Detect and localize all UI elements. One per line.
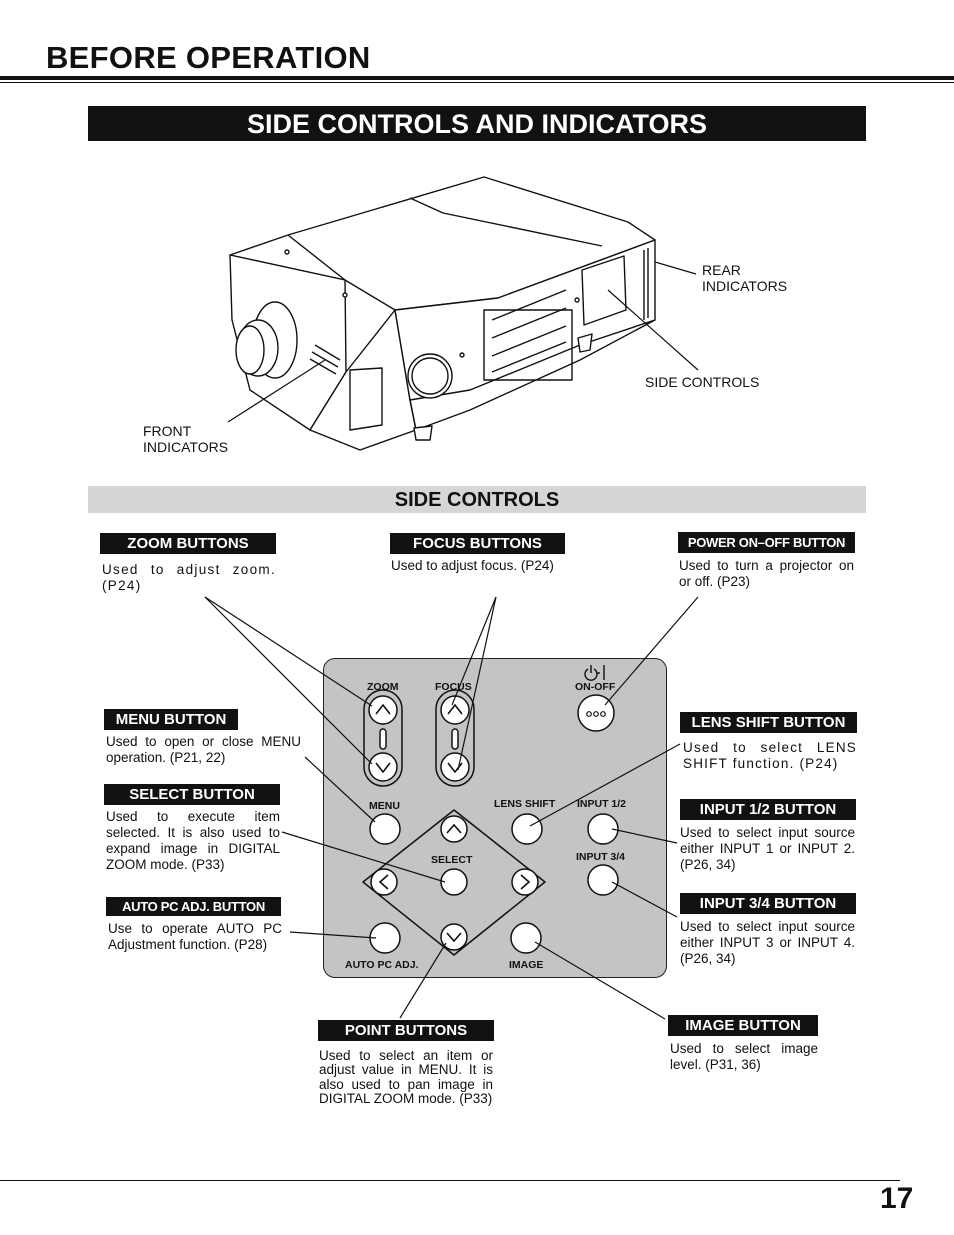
zoom-divider bbox=[379, 728, 387, 750]
focus-buttons-label: FOCUS BUTTONS bbox=[390, 533, 565, 554]
image-button-label: IMAGE BUTTON bbox=[668, 1015, 818, 1036]
input34-button-label: INPUT 3/4 BUTTON bbox=[680, 893, 856, 914]
power-button-label: POWER ON–OFF BUTTON bbox=[678, 532, 855, 553]
lens-shift-button bbox=[511, 813, 543, 845]
zoom-down-button bbox=[368, 752, 398, 782]
input34-button-desc: Used to select input source either INPUT… bbox=[680, 919, 855, 966]
power-button-desc: Used to turn a projector on or off. (P23… bbox=[679, 558, 854, 589]
panel-label-menu: MENU bbox=[369, 800, 400, 812]
point-down-button bbox=[440, 923, 468, 951]
panel-label-auto-pc: AUTO PC ADJ. bbox=[345, 959, 419, 971]
point-left-button bbox=[370, 868, 398, 896]
focus-divider bbox=[451, 728, 459, 750]
footer-rule bbox=[0, 1180, 900, 1181]
select-button-desc: Used to execute item selected. It is als… bbox=[106, 809, 280, 872]
callout-line: REAR bbox=[702, 262, 741, 278]
power-icon bbox=[584, 665, 605, 681]
menu-button-label: MENU BUTTON bbox=[104, 709, 238, 730]
page-banner: SIDE CONTROLS AND INDICATORS bbox=[88, 106, 866, 141]
point-right-button bbox=[511, 868, 539, 896]
auto-pc-button-label: AUTO PC ADJ. BUTTON bbox=[106, 897, 281, 916]
callout-line: FRONT bbox=[143, 423, 192, 439]
header-rule-thin bbox=[0, 82, 954, 83]
input12-button bbox=[587, 813, 619, 845]
panel-label-lens-shift: LENS SHIFT bbox=[494, 798, 556, 810]
menu-button-desc: Used to open or close MENU operation. (P… bbox=[106, 734, 301, 765]
auto-pc-button-desc: Use to operate AUTO PC Adjustment functi… bbox=[108, 921, 282, 952]
select-button-label: SELECT BUTTON bbox=[104, 784, 280, 805]
select-button bbox=[440, 868, 468, 896]
section-title: BEFORE OPERATION bbox=[46, 40, 371, 75]
callout-line: INDICATORS bbox=[702, 278, 788, 294]
panel-label-on-off: ON-OFF bbox=[575, 681, 616, 693]
point-up-button bbox=[440, 815, 468, 843]
rear-indicators-callout: REAR INDICATORS bbox=[702, 262, 787, 294]
point-buttons-desc: Used to select an item or adjust value i… bbox=[319, 1048, 493, 1106]
panel-label-zoom: ZOOM bbox=[367, 681, 399, 693]
callout-line: INDICATORS bbox=[143, 439, 229, 455]
panel-label-image: IMAGE bbox=[509, 959, 544, 971]
input34-button bbox=[587, 864, 619, 896]
panel-label-input34: INPUT 3/4 bbox=[576, 851, 626, 863]
zoom-buttons-desc: Used to adjust zoom. (P24) bbox=[102, 562, 276, 593]
input12-button-desc: Used to select input source either INPUT… bbox=[680, 825, 855, 872]
focus-buttons-desc: Used to adjust focus. (P24) bbox=[391, 558, 554, 573]
panel-label-input12: INPUT 1/2 bbox=[577, 798, 627, 810]
lens-shift-button-label: LENS SHIFT BUTTON bbox=[680, 712, 857, 733]
point-buttons-label: POINT BUTTONS bbox=[318, 1020, 494, 1041]
input12-button-label: INPUT 1/2 BUTTON bbox=[680, 799, 856, 820]
zoom-buttons-label: ZOOM BUTTONS bbox=[100, 533, 276, 554]
panel-label-select: SELECT bbox=[431, 854, 473, 866]
side-controls-callout: SIDE CONTROLS bbox=[645, 374, 760, 390]
lens-shift-button-desc: Used to select LENS SHIFT function. (P24… bbox=[683, 740, 857, 771]
focus-down-button bbox=[440, 752, 470, 782]
header-rule bbox=[0, 76, 954, 80]
menu-button bbox=[369, 813, 401, 845]
page-number: 17 bbox=[880, 1182, 914, 1215]
image-button-desc: Used to select image level. (P31, 36) bbox=[670, 1041, 818, 1072]
image-button bbox=[510, 922, 542, 954]
side-controls-heading: SIDE CONTROLS bbox=[88, 486, 866, 513]
front-indicators-callout: FRONT INDICATORS bbox=[143, 423, 228, 455]
power-button bbox=[577, 694, 615, 732]
zoom-up-button bbox=[368, 695, 398, 725]
focus-up-button bbox=[440, 695, 470, 725]
panel-label-focus: FOCUS bbox=[435, 681, 472, 693]
